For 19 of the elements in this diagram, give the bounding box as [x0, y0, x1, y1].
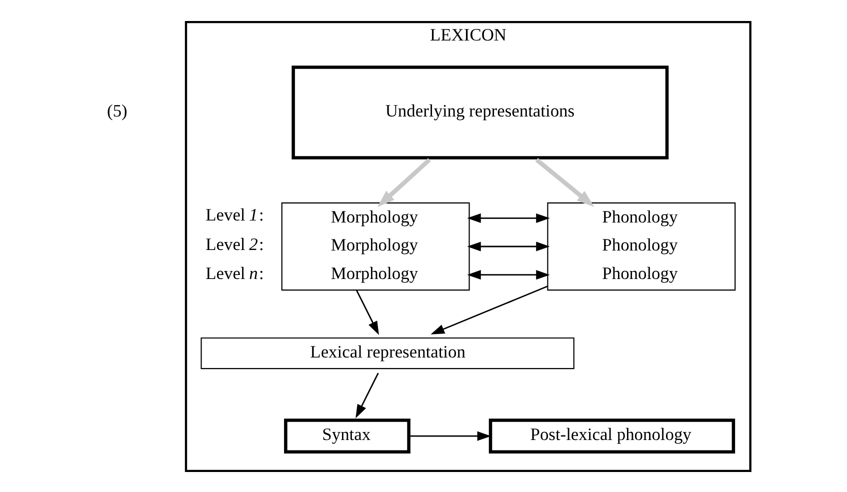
node-box: Post-lexical phonology	[488, 418, 736, 453]
arrow	[467, 241, 550, 251]
node-box: Syntax	[284, 418, 410, 453]
arrow	[467, 270, 550, 280]
node-label: Level 2:	[206, 234, 264, 254]
arrow	[467, 212, 550, 222]
arrow	[356, 289, 379, 335]
arrow	[410, 430, 491, 440]
node-label: Level 1:	[206, 204, 264, 224]
arrow	[535, 158, 594, 206]
node-box: Phonology Phonology Phonology	[547, 202, 736, 290]
node-box: Lexical representation	[200, 336, 574, 369]
node-label: Level n:	[206, 262, 264, 282]
arrow	[377, 158, 431, 207]
arrow	[356, 372, 379, 418]
label: (5)	[107, 100, 128, 120]
node-box: Morphology Morphology Morphology	[281, 202, 470, 290]
arrow	[430, 285, 548, 334]
node-box: Underlying representations	[292, 65, 669, 159]
